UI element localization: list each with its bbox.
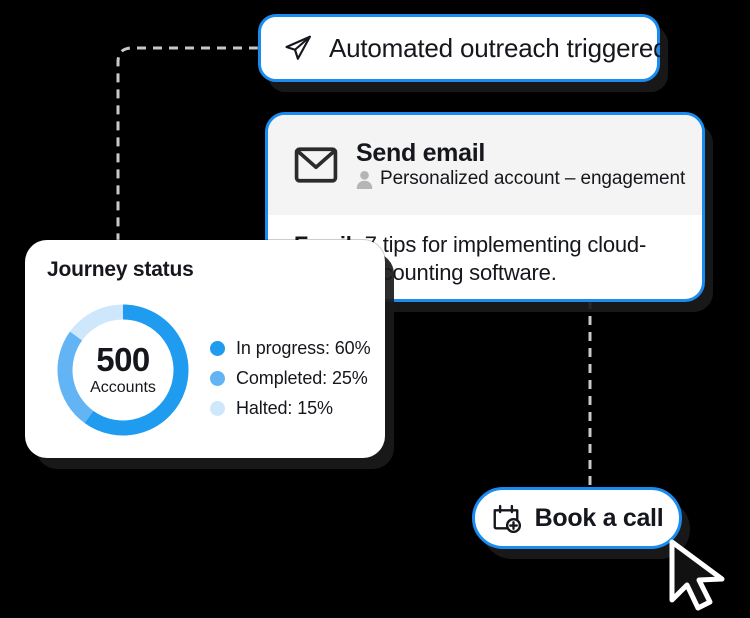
send-email-audience: Personalized account – engagement (380, 168, 686, 190)
donut-segment-completed (57, 331, 94, 423)
book-a-call-label: Book a call (534, 503, 664, 532)
donut-center-label: 500 Accounts (53, 300, 193, 440)
legend-color-dot (210, 401, 225, 416)
journey-status-card[interactable]: Journey status 500 Accounts In progress:… (25, 240, 385, 458)
journey-donut-chart: 500 Accounts (53, 300, 193, 440)
send-email-title: Send email (356, 138, 485, 167)
send-email-body-text: 7 tips for implementing cloud-based acco… (294, 232, 647, 286)
donut-segment-in-progress (84, 304, 189, 436)
donut-total-value: 500 (96, 340, 150, 378)
send-email-heading-group: Send email Personalized account – engage… (356, 140, 685, 190)
legend-color-dot (210, 371, 225, 386)
send-email-header: Send email Personalized account – engage… (268, 115, 702, 215)
send-email-audience-row: Personalized account – engagement (356, 168, 685, 190)
donut-svg (57, 304, 189, 436)
mouse-cursor (662, 538, 748, 618)
automated-outreach-pill[interactable]: Automated outreach triggered (258, 14, 668, 82)
calendar-plus-icon (493, 504, 521, 533)
legend-label: Halted: 15% (236, 398, 333, 418)
legend-row: Completed: 25% (210, 368, 370, 389)
journey-status-title: Journey status (47, 258, 194, 281)
envelope-icon (294, 147, 338, 183)
donut-total-unit: Accounts (90, 378, 156, 396)
automated-outreach-label: Automated outreach triggered (329, 32, 668, 63)
legend-color-dot (210, 341, 225, 356)
legend-label: In progress: 60% (236, 338, 371, 358)
person-icon (356, 170, 373, 189)
journey-legend: In progress: 60% Completed: 25% Halted: 15… (210, 338, 371, 419)
connector-outreach-to-journey (116, 46, 258, 250)
legend-row: Halted: 15% (210, 398, 370, 419)
legend-row: In progress: 60% (210, 338, 371, 359)
donut-segment-halted (70, 304, 124, 341)
legend-label: Completed: 25% (236, 368, 368, 388)
send-icon (285, 35, 311, 60)
book-a-call-button[interactable]: Book a call (472, 487, 682, 549)
